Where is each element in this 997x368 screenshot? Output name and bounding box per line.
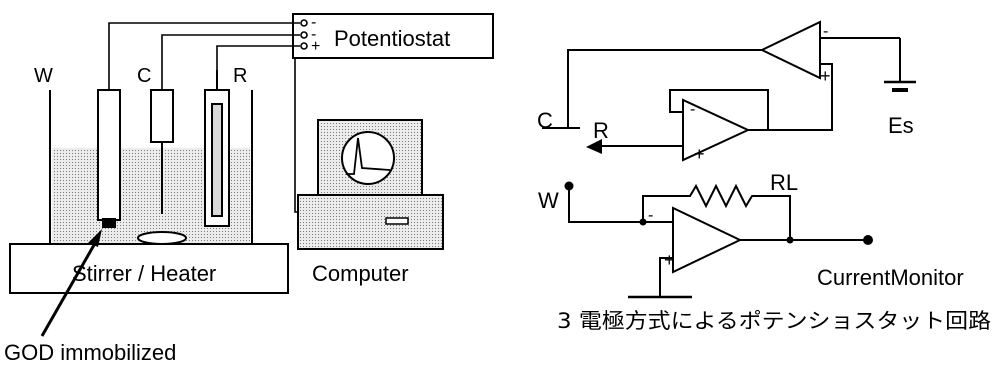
opamp-middle-minus: - — [690, 101, 695, 118]
terminal-sign-3: + — [311, 38, 320, 55]
electrochemical-setup — [9, 13, 494, 337]
potentiostat-label: Potentiostat — [334, 26, 450, 51]
stir-bar — [137, 231, 187, 245]
node-label-C: C — [537, 108, 553, 133]
circuit-caption: 3 電極方式によるポテンショスタット回路 — [557, 309, 991, 333]
current-monitor-label: CurrentMonitor — [817, 265, 964, 290]
opamp-top — [759, 20, 821, 80]
opamp-top-minus: - — [823, 23, 828, 40]
label-W: W — [34, 65, 53, 87]
terminal-sign-1: - — [311, 14, 316, 31]
god-arrow — [40, 229, 102, 337]
potentiostat-terminals — [300, 19, 308, 50]
opamp-bottom-plus: + — [664, 250, 675, 270]
god-label: GOD immobilized — [4, 340, 176, 365]
node-label-R: R — [593, 118, 609, 143]
opamp-middle-plus: + — [694, 144, 705, 164]
label-C: C — [137, 65, 151, 87]
reference-electrode — [204, 70, 230, 227]
source-label-Es: Es — [888, 113, 914, 138]
opamp-bottom-minus: - — [648, 207, 653, 224]
opamp-bottom — [672, 206, 743, 274]
potentiostat-circuit — [542, 20, 916, 299]
terminal-sign-2: - — [311, 26, 316, 43]
resistor-label-RL: RL — [770, 170, 798, 195]
computer-label: Computer — [312, 261, 409, 286]
potentiostat-box — [292, 13, 494, 59]
computer — [297, 119, 444, 250]
stirrer-label: Stirrer / Heater — [72, 261, 216, 286]
opamp-top-plus: + — [820, 66, 831, 86]
opamp-middle — [682, 98, 751, 162]
node-label-W: W — [538, 188, 559, 213]
label-R: R — [233, 65, 247, 87]
working-electrode — [97, 89, 121, 228]
stirrer-heater-base — [9, 243, 289, 294]
